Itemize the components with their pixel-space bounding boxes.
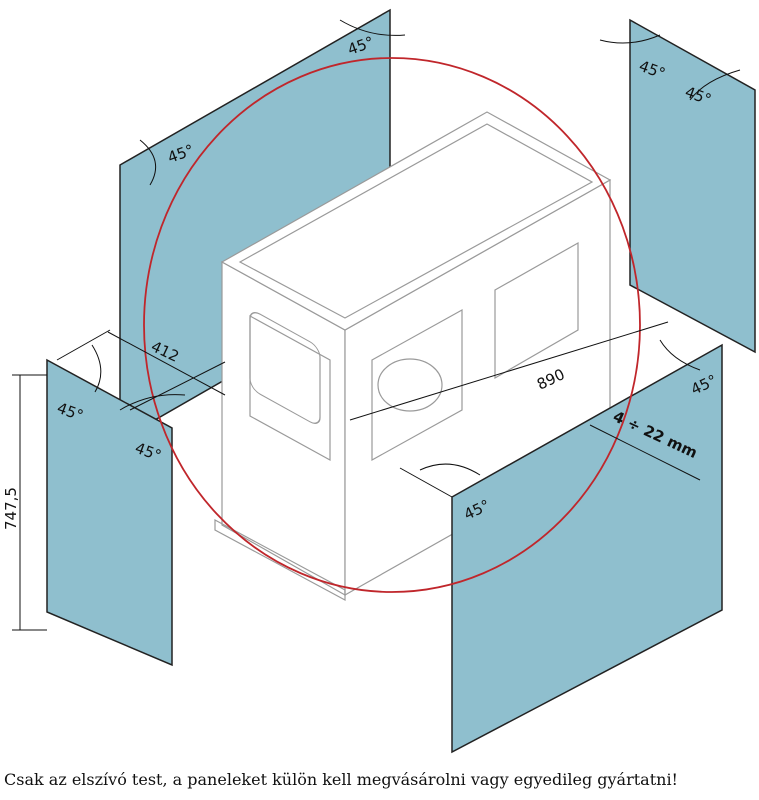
hood-cabinet xyxy=(214,111,612,602)
highlight-circle xyxy=(143,57,641,593)
caption: Csak az elszívó test, a paneleket külön … xyxy=(4,770,678,789)
dimension-lines xyxy=(12,19,741,631)
panel-front-left xyxy=(46,358,173,667)
height-dimension: 747,5 xyxy=(2,487,20,530)
panel-back-right xyxy=(629,18,756,354)
